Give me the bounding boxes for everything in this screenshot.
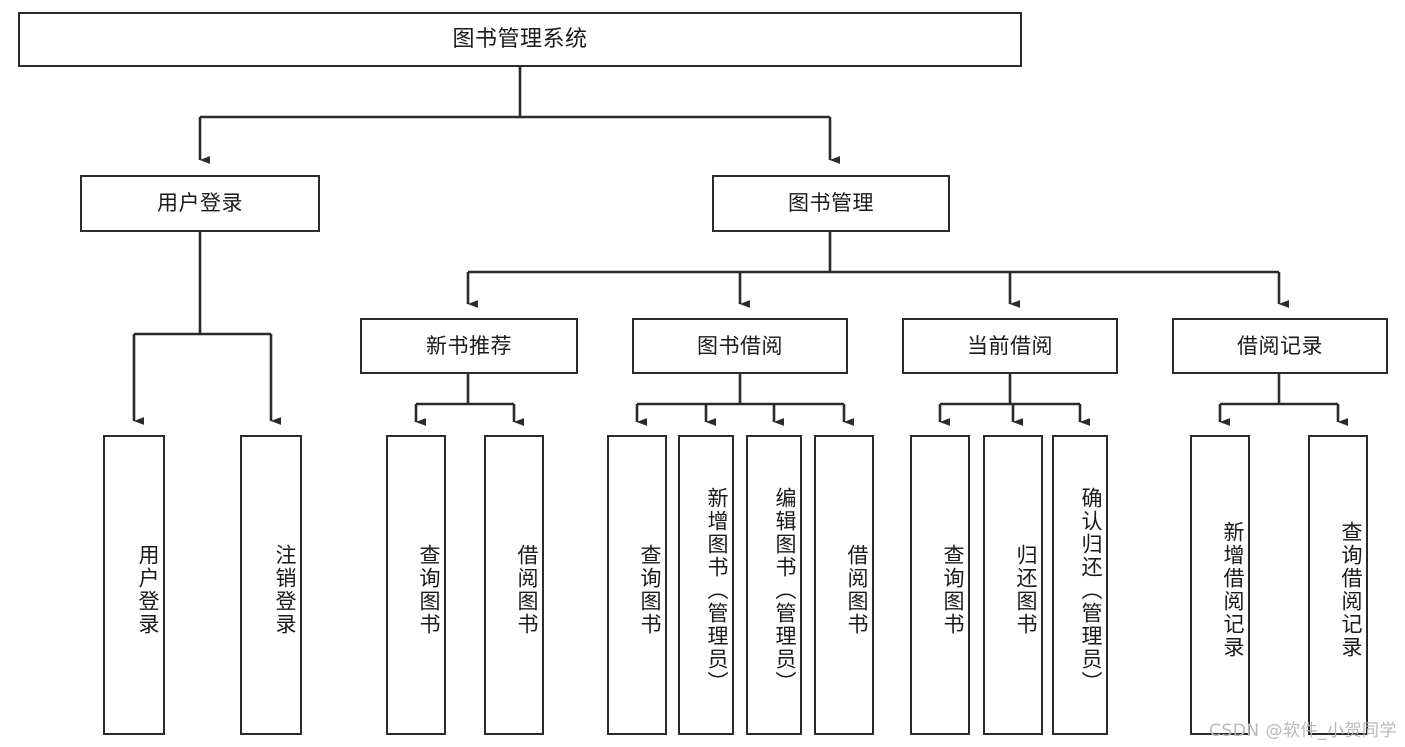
node-label: 新增借阅记录 bbox=[1221, 521, 1245, 659]
node-leaf-borrow-book-recommend[interactable]: 借阅图书 bbox=[484, 435, 544, 735]
node-label: 借阅记录 bbox=[1237, 333, 1323, 358]
node-leaf-logout[interactable]: 注销登录 bbox=[240, 435, 302, 735]
node-label: 注销登录 bbox=[273, 544, 297, 636]
node-label: 用户登录 bbox=[157, 191, 243, 216]
node-label: 新增图书（管理员） bbox=[705, 486, 729, 694]
node-label: 查询借阅记录 bbox=[1339, 521, 1363, 659]
node-book-management[interactable]: 图书管理 bbox=[712, 175, 950, 232]
node-book-borrow[interactable]: 图书借阅 bbox=[632, 318, 848, 374]
node-user-login[interactable]: 用户登录 bbox=[80, 175, 320, 232]
node-current-borrow[interactable]: 当前借阅 bbox=[902, 318, 1118, 374]
node-leaf-return-book[interactable]: 归还图书 bbox=[983, 435, 1043, 735]
csdn-watermark: CSDN @软件_小贺同学 bbox=[1209, 721, 1397, 741]
node-label: 新书推荐 bbox=[426, 333, 512, 358]
node-leaf-query-book-current[interactable]: 查询图书 bbox=[910, 435, 970, 735]
node-label: 归还图书 bbox=[1014, 544, 1038, 636]
node-label: 当前借阅 bbox=[967, 333, 1053, 358]
node-leaf-edit-book-admin[interactable]: 编辑图书（管理员） bbox=[746, 435, 802, 735]
node-label: 图书管理系统 bbox=[452, 26, 588, 52]
node-label: 确认归还（管理员） bbox=[1079, 486, 1103, 694]
node-label: 查询图书 bbox=[638, 544, 662, 636]
node-leaf-user-login[interactable]: 用户登录 bbox=[103, 435, 165, 735]
node-leaf-query-borrow-record[interactable]: 查询借阅记录 bbox=[1308, 435, 1368, 735]
node-leaf-query-book-borrow[interactable]: 查询图书 bbox=[607, 435, 667, 735]
node-label: 查询图书 bbox=[417, 544, 441, 636]
node-leaf-query-book-recommend[interactable]: 查询图书 bbox=[386, 435, 446, 735]
node-label: 图书管理 bbox=[788, 191, 874, 216]
node-borrow-record[interactable]: 借阅记录 bbox=[1172, 318, 1388, 374]
node-label: 借阅图书 bbox=[845, 544, 869, 636]
node-label: 编辑图书（管理员） bbox=[773, 486, 797, 694]
node-leaf-confirm-return-admin[interactable]: 确认归还（管理员） bbox=[1052, 435, 1108, 735]
node-leaf-borrow-book[interactable]: 借阅图书 bbox=[814, 435, 874, 735]
node-leaf-add-book-admin[interactable]: 新增图书（管理员） bbox=[678, 435, 734, 735]
node-label: 借阅图书 bbox=[515, 544, 539, 636]
node-new-book-recommend[interactable]: 新书推荐 bbox=[360, 318, 578, 374]
node-label: 图书借阅 bbox=[697, 333, 783, 358]
node-leaf-add-borrow-record[interactable]: 新增借阅记录 bbox=[1190, 435, 1250, 735]
node-label: 用户登录 bbox=[136, 544, 160, 636]
node-label: 查询图书 bbox=[941, 544, 965, 636]
node-root-book-management-system[interactable]: 图书管理系统 bbox=[18, 12, 1022, 67]
